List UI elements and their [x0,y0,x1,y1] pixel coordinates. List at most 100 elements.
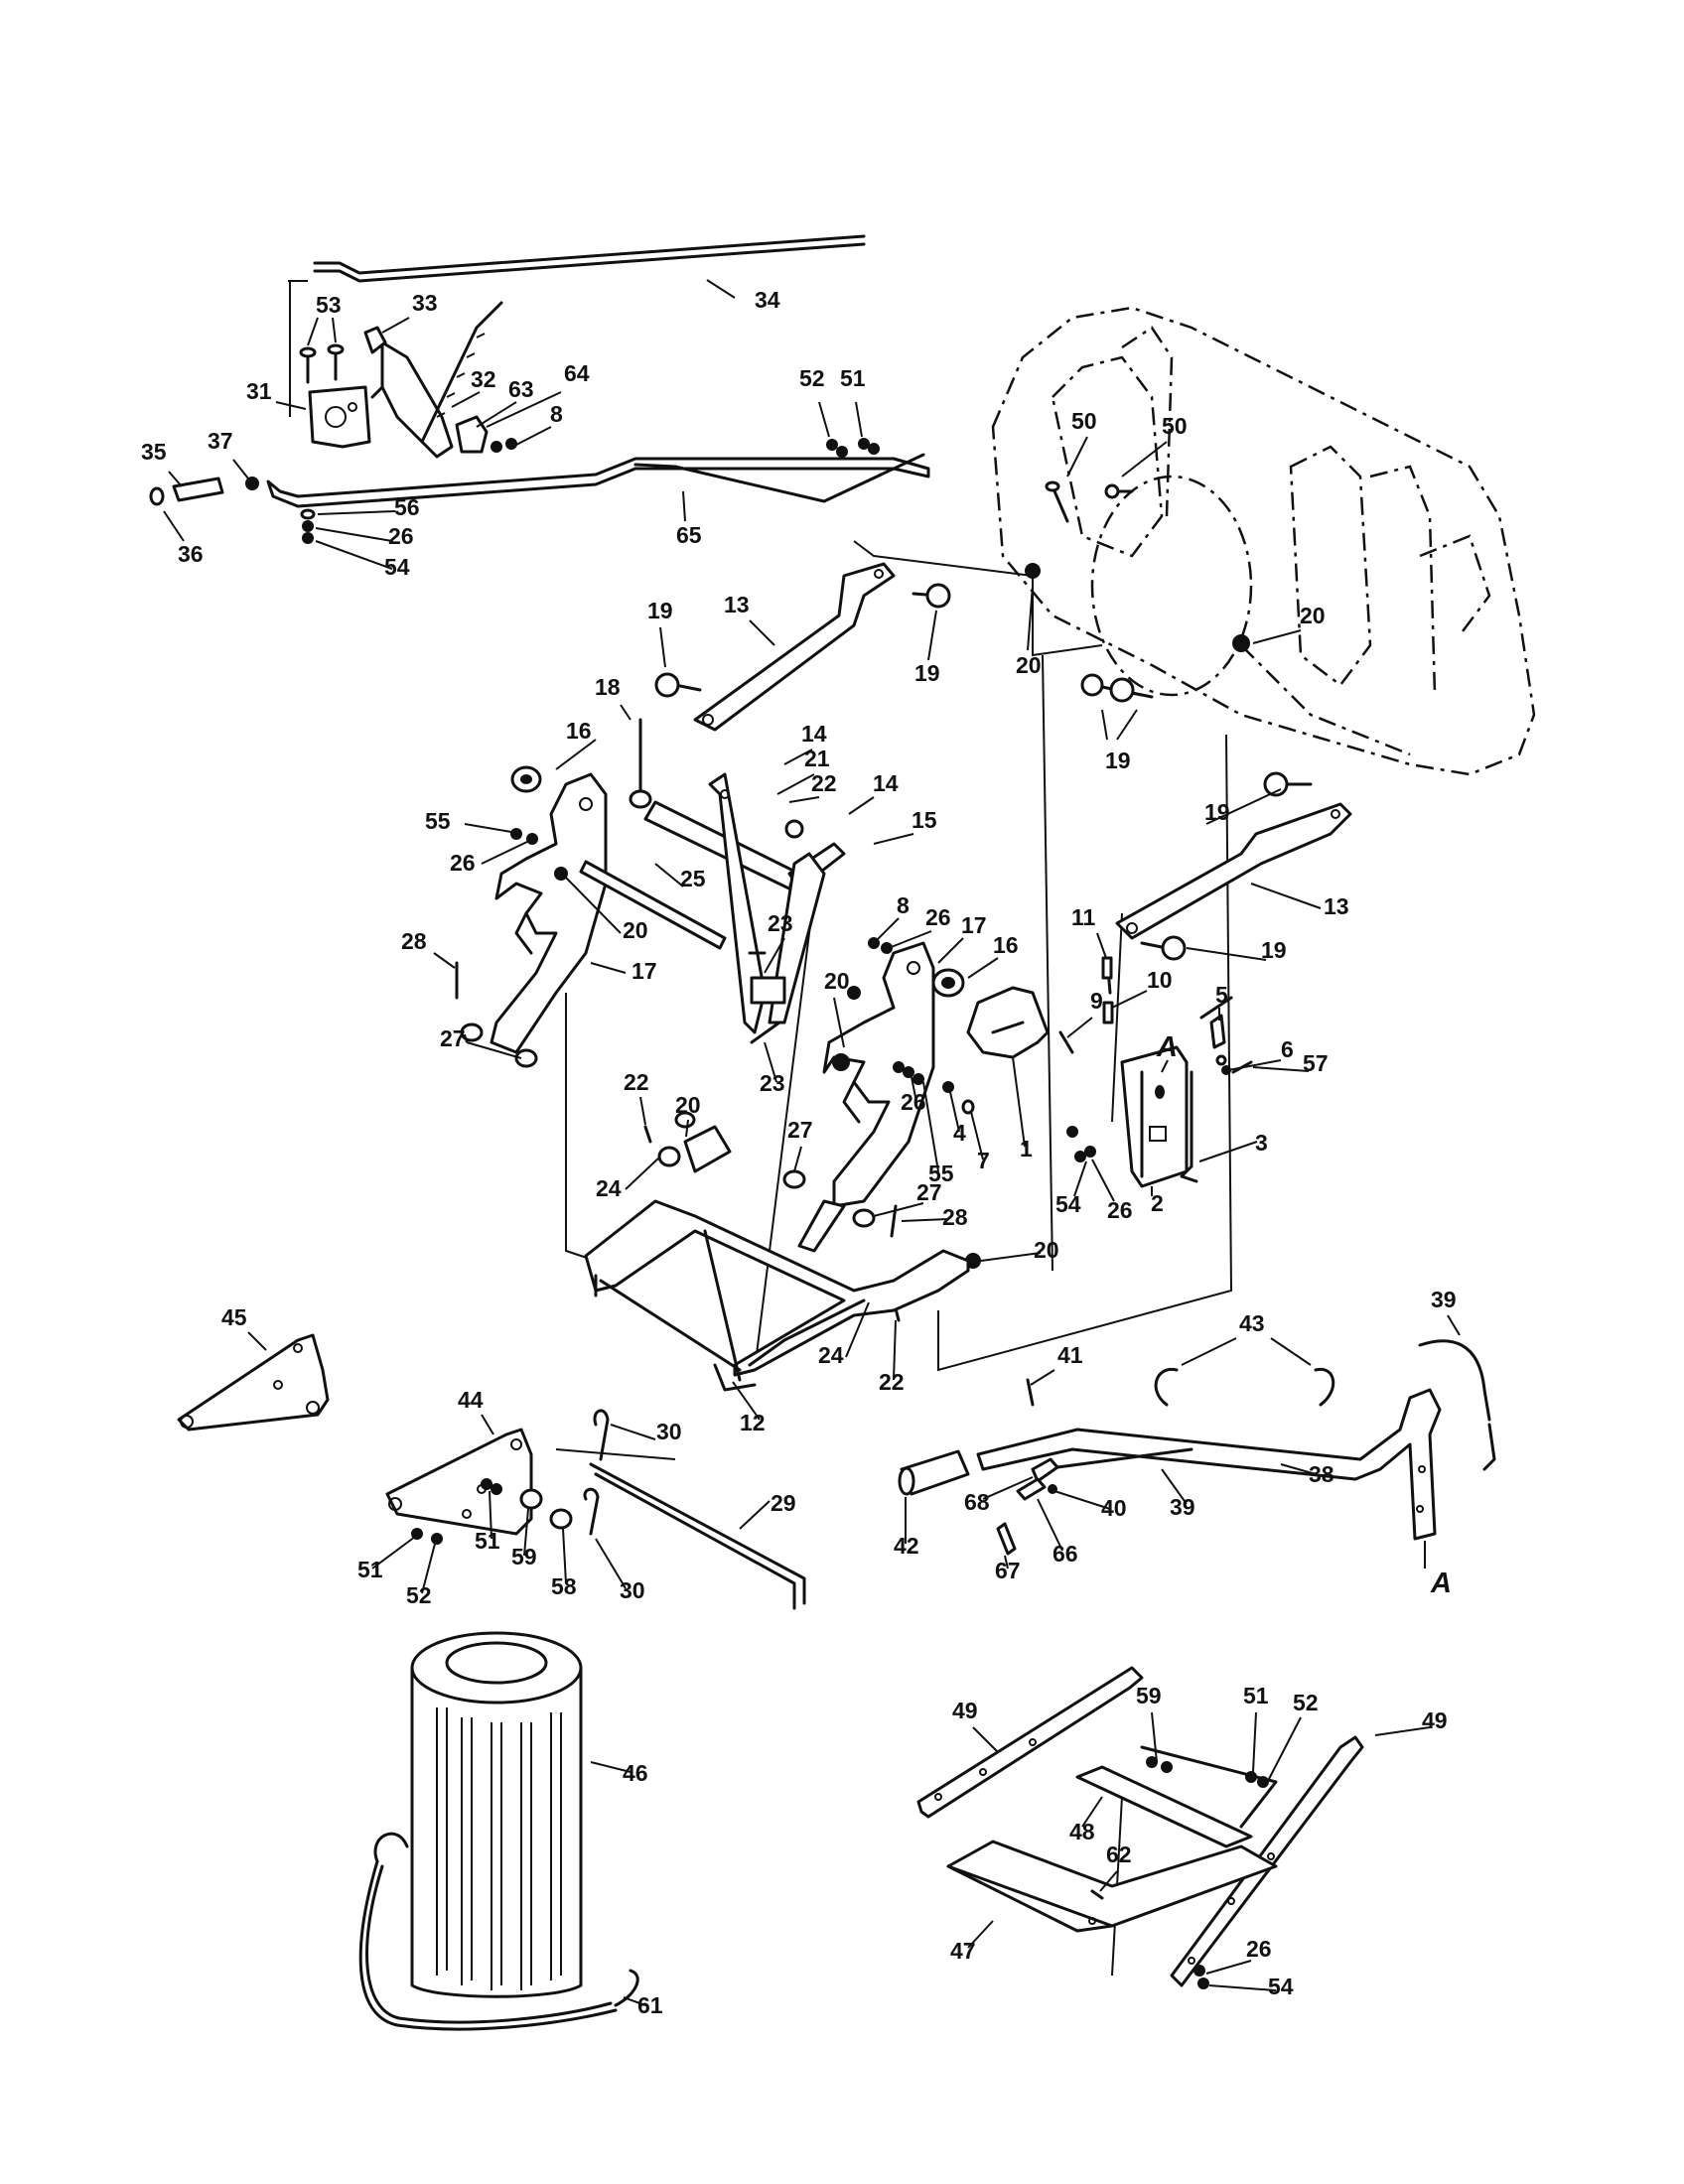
bungee-cord-61 [358,1832,639,2031]
shaft-25 [579,860,727,950]
callout-17: 17 [632,958,657,984]
bracket-45 [177,1333,330,1432]
callout-14: 14 [873,770,899,796]
callout-16: 16 [993,932,1019,958]
callout-30: 30 [656,1419,682,1444]
support-arm-13-lower [1115,771,1352,961]
callout-64: 64 [564,360,590,386]
callout-3: 3 [1255,1130,1268,1156]
side-plate-17-left [490,772,608,1054]
part-number-callouts: 34 53 33 32 63 64 31 8 35 37 36 56 26 54… [141,287,1457,2018]
callout-61: 61 [637,1992,663,2018]
callout-27: 27 [916,1179,942,1205]
callout-23: 23 [768,910,793,936]
tray-47 [946,1840,1278,1989]
callout-26: 26 [1107,1197,1133,1223]
callout-9: 9 [1090,988,1103,1014]
callout-22: 22 [811,770,837,796]
grip-42 [898,1449,970,1496]
callout-14: 14 [801,721,827,747]
lever-32 [370,341,454,459]
callout-33: 33 [412,290,438,316]
callout-22: 22 [879,1369,905,1395]
callout-26: 26 [1246,1936,1272,1962]
callout-63: 63 [508,376,534,402]
control-rod-65 [266,453,930,508]
frame-12 [584,1125,970,1392]
callout-54: 54 [1268,1974,1294,1999]
hardware-5-6-57 [1058,956,1253,1162]
callout-39: 39 [1170,1494,1195,1520]
side-plate-17-right [822,941,935,1208]
grass-bag-46 [410,1631,583,1998]
callout-11: 11 [1071,904,1096,930]
callout-21: 21 [804,746,830,771]
callout-26: 26 [388,523,414,549]
callout-28: 28 [942,1204,968,1230]
callout-20: 20 [675,1092,701,1118]
callout-55: 55 [928,1160,954,1186]
callout-1: 1 [1020,1136,1033,1161]
callout-67: 67 [995,1558,1021,1583]
callout-68: 68 [964,1489,990,1515]
callout-6: 6 [1281,1036,1294,1062]
callout-15: 15 [912,807,937,833]
callout-27: 27 [440,1025,466,1051]
callout-19: 19 [1204,799,1230,825]
callout-35: 35 [141,439,167,465]
callout-51: 51 [1243,1683,1269,1708]
cable-39 [1041,1339,1496,1471]
callout-55: 55 [425,808,451,834]
callout-41: 41 [1057,1342,1083,1368]
callout-45: 45 [221,1304,247,1330]
handle-38 [976,1388,1442,1541]
callout-46: 46 [623,1760,648,1786]
pin-18 [629,718,652,809]
callout-25: 25 [680,866,706,891]
callout-62: 62 [1106,1842,1132,1867]
callout-8: 8 [550,401,563,427]
callout-56: 56 [394,494,420,520]
callout-54: 54 [1055,1191,1081,1217]
callout-65: 65 [676,522,702,548]
callout-49: 49 [952,1698,978,1723]
callout-2: 2 [1151,1190,1164,1216]
knob-33 [363,326,387,354]
callout-23: 23 [760,1070,785,1096]
callout-18: 18 [595,674,621,700]
support-arm-13-upper [654,562,951,732]
callout-50: 50 [1162,413,1188,439]
bracket-64 [455,415,489,454]
callout-26: 26 [450,850,476,876]
bracket-44 [385,1428,573,1545]
clamp-parts-40-41-66-67-68 [996,1378,1059,1556]
callout-48: 48 [1069,1819,1095,1844]
hardware-center [455,828,981,1322]
callout-54: 54 [384,554,410,580]
callout-24: 24 [818,1342,844,1368]
callout-28: 28 [401,928,427,954]
bracket-31 [308,385,371,449]
callout-5: 5 [1215,982,1228,1008]
callout-37: 37 [208,428,233,454]
callout-40: 40 [1101,1495,1127,1521]
callout-51: 51 [840,365,866,391]
callout-29: 29 [771,1490,796,1516]
hairpin-30 [583,1409,610,1536]
callout-57: 57 [1303,1050,1329,1076]
callout-59: 59 [1136,1683,1162,1708]
callout-19: 19 [914,660,940,686]
callout-13: 13 [1324,893,1349,919]
callout-30: 30 [620,1577,645,1603]
callout-13: 13 [724,592,750,617]
callout-44: 44 [458,1387,484,1413]
callout-20: 20 [623,917,648,943]
callout-34: 34 [755,287,780,313]
callout-16: 16 [566,718,592,744]
callout-7: 7 [977,1148,990,1173]
callout-43: 43 [1239,1310,1265,1336]
callout-26: 26 [901,1089,926,1115]
callout-4: 4 [953,1120,966,1146]
